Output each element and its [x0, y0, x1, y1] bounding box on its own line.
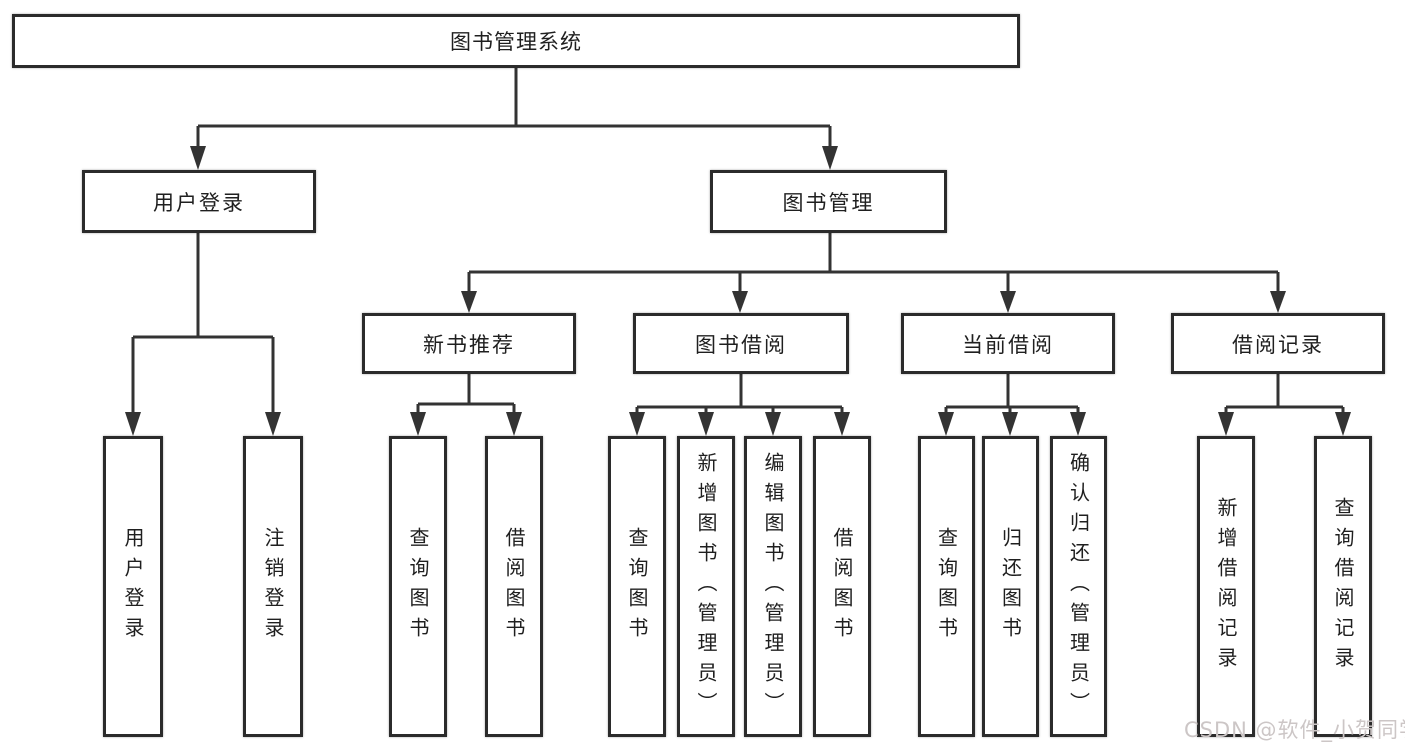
connector-borrow-records-branch	[1224, 374, 1345, 414]
arrowheads-level2	[190, 146, 838, 170]
node-borrow-records: 借阅记录	[1171, 313, 1385, 374]
leaf-query-books-recommend: 查询图书	[389, 436, 447, 737]
arrowheads-user-login-branch	[125, 412, 281, 436]
node-library-system: 图书管理系统	[12, 14, 1020, 68]
leaf-borrow-books: 借阅图书	[813, 436, 871, 737]
leaf-query-books-current: 查询图书	[918, 436, 975, 737]
leaf-query-books-borrowing: 查询图书	[608, 436, 666, 737]
connector-book-mgmt-branch	[467, 233, 1280, 292]
connector-root-to-level2	[196, 68, 832, 148]
node-user-login: 用户登录	[82, 170, 316, 233]
arrowheads-borrow-records-branch	[1218, 412, 1351, 436]
arrowheads-new-books-branch	[410, 412, 522, 436]
leaf-edit-books-admin: 编辑图书（管理员）	[744, 436, 802, 737]
node-book-management: 图书管理	[710, 170, 947, 233]
arrowheads-level3	[461, 291, 1286, 313]
leaf-query-borrow-record: 查询借阅记录	[1314, 436, 1372, 737]
connector-current-borrow-branch	[944, 374, 1080, 414]
leaf-confirm-return-admin: 确认归还（管理员）	[1050, 436, 1107, 737]
leaf-logout: 注销登录	[243, 436, 303, 737]
leaf-user-login: 用户登录	[103, 436, 163, 737]
connector-user-login-branch	[131, 233, 275, 414]
leaf-return-books: 归还图书	[982, 436, 1039, 737]
connector-book-borrow-branch	[635, 374, 844, 414]
leaf-borrow-books-recommend: 借阅图书	[485, 436, 543, 737]
node-current-borrowing: 当前借阅	[901, 313, 1115, 374]
arrowheads-current-borrow-branch	[938, 412, 1086, 436]
connector-new-books-branch	[416, 374, 516, 414]
arrowheads-book-borrow-branch	[629, 412, 850, 436]
node-book-borrowing: 图书借阅	[633, 313, 849, 374]
node-new-book-recommend: 新书推荐	[362, 313, 576, 374]
leaf-add-books-admin: 新增图书（管理员）	[677, 436, 735, 737]
csdn-watermark: CSDN @软件_小贺同学	[1184, 718, 1405, 742]
leaf-add-borrow-record: 新增借阅记录	[1197, 436, 1255, 737]
